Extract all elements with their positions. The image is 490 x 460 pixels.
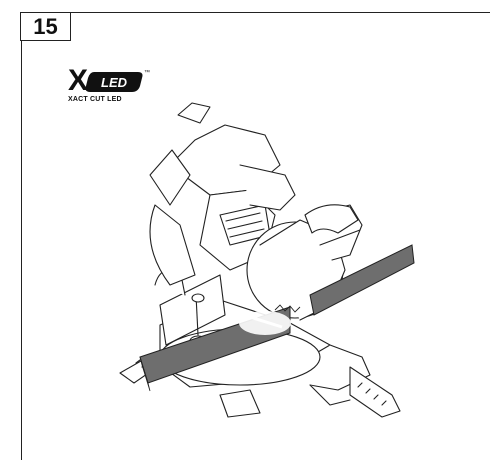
miter-saw-illustration <box>119 102 415 418</box>
led-badge-text: LED <box>101 75 128 90</box>
saw-blade-teeth <box>274 304 301 313</box>
frame-left-rule <box>21 40 22 460</box>
step-number: 15 <box>20 12 71 41</box>
logo-x-mark: X <box>68 64 88 97</box>
led-badge-icon: LED <box>85 72 143 92</box>
frame-top-rule <box>70 12 490 13</box>
saw-handle <box>304 204 359 234</box>
saw-head <box>149 102 296 286</box>
xact-cut-led-logo: X LED ™ <box>68 64 150 97</box>
logo-caption: XACT CUT LED <box>68 96 122 103</box>
led-cut-line <box>239 311 291 335</box>
trademark-symbol: ™ <box>144 69 150 76</box>
